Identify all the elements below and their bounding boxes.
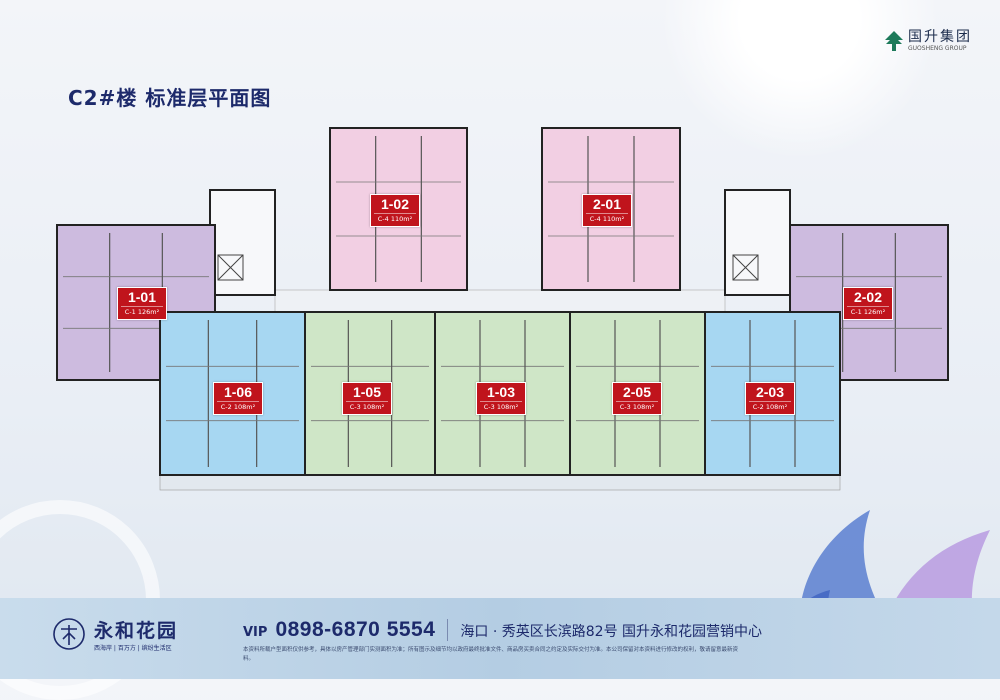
unit-type: C-1 [850, 308, 862, 316]
seal-icon [53, 618, 85, 650]
unit-type-area: C-1 126m² [847, 306, 889, 318]
unit-number: 1-02 [380, 196, 410, 212]
unit-area: 126m² [137, 308, 160, 316]
unit-area: 126m² [863, 308, 886, 316]
unit-number: 1-03 [486, 384, 516, 400]
unit-type: C-2 [752, 403, 764, 411]
disclaimer: 本资料所载户型面积仅供参考，具体以房产管理部门实测面积为准；所有图示及细节均以政… [243, 647, 739, 662]
unit-type: C-3 [483, 403, 495, 411]
project-name: 永和花园 [94, 620, 179, 642]
unit-type-area: C-4 110m² [586, 213, 628, 225]
contact-line: VIP 0898-6870 5554 海口 · 秀英区长滨路82号 国升永和花园… [243, 618, 762, 642]
brand-logo: 国升集团 GUOSHENG GROUP [885, 30, 972, 52]
unit-type: C-1 [124, 308, 136, 316]
unit-number: 2-03 [755, 384, 785, 400]
corridor [274, 289, 726, 316]
unit-type: C-3 [619, 403, 631, 411]
unit-type: C-4 [377, 215, 389, 223]
page-title: C2#楼 标准层平面图 [68, 86, 272, 110]
vip-label: VIP [243, 625, 268, 640]
unit-area: 108m² [496, 403, 519, 411]
project-slogan: 西海岸 | 百万方 | 缤纷生活区 [94, 645, 172, 652]
unit-type: C-4 [589, 215, 601, 223]
brand-name-en: GUOSHENG GROUP [908, 45, 967, 52]
tree-icon [885, 31, 903, 51]
unit-area: 110m² [602, 215, 625, 223]
unit-type-area: C-2 108m² [217, 401, 259, 413]
project-logo: 永和花园 西海岸 | 百万方 | 缤纷生活区 [52, 616, 178, 652]
unit-area: 108m² [765, 403, 788, 411]
phone-number: 0898-6870 5554 [275, 618, 436, 641]
unit-number: 1-06 [223, 384, 253, 400]
unit-number: 1-01 [127, 289, 157, 305]
unit-type-area: C-3 108m² [480, 401, 522, 413]
elevator-icon [217, 254, 244, 281]
unit-area: 110m² [390, 215, 413, 223]
unit-type-area: C-4 110m² [374, 213, 416, 225]
unit-type-area: C-1 126m² [121, 306, 163, 318]
elevator-icon [217, 254, 244, 281]
unit-number: 2-02 [853, 289, 883, 305]
unit-area: 108m² [632, 403, 655, 411]
unit-area: 108m² [233, 403, 256, 411]
address: 海口 · 秀英区长滨路82号 国升永和花园营销中心 [460, 624, 763, 640]
footer-band [0, 598, 1000, 679]
unit-area: 108m² [362, 403, 385, 411]
unit-type-area: C-3 108m² [346, 401, 388, 413]
unit-number: 1-05 [352, 384, 382, 400]
unit-type-area: C-2 108m² [749, 401, 791, 413]
elevator-icon [732, 254, 759, 281]
unit-number: 2-05 [622, 384, 652, 400]
brand-name: 国升集团 [908, 29, 972, 45]
unit-type: C-2 [220, 403, 232, 411]
unit-number: 2-01 [592, 196, 622, 212]
divider [447, 619, 449, 641]
unit-type-area: C-3 108m² [616, 401, 658, 413]
unit-type: C-3 [349, 403, 361, 411]
elevator-icon [732, 254, 759, 281]
